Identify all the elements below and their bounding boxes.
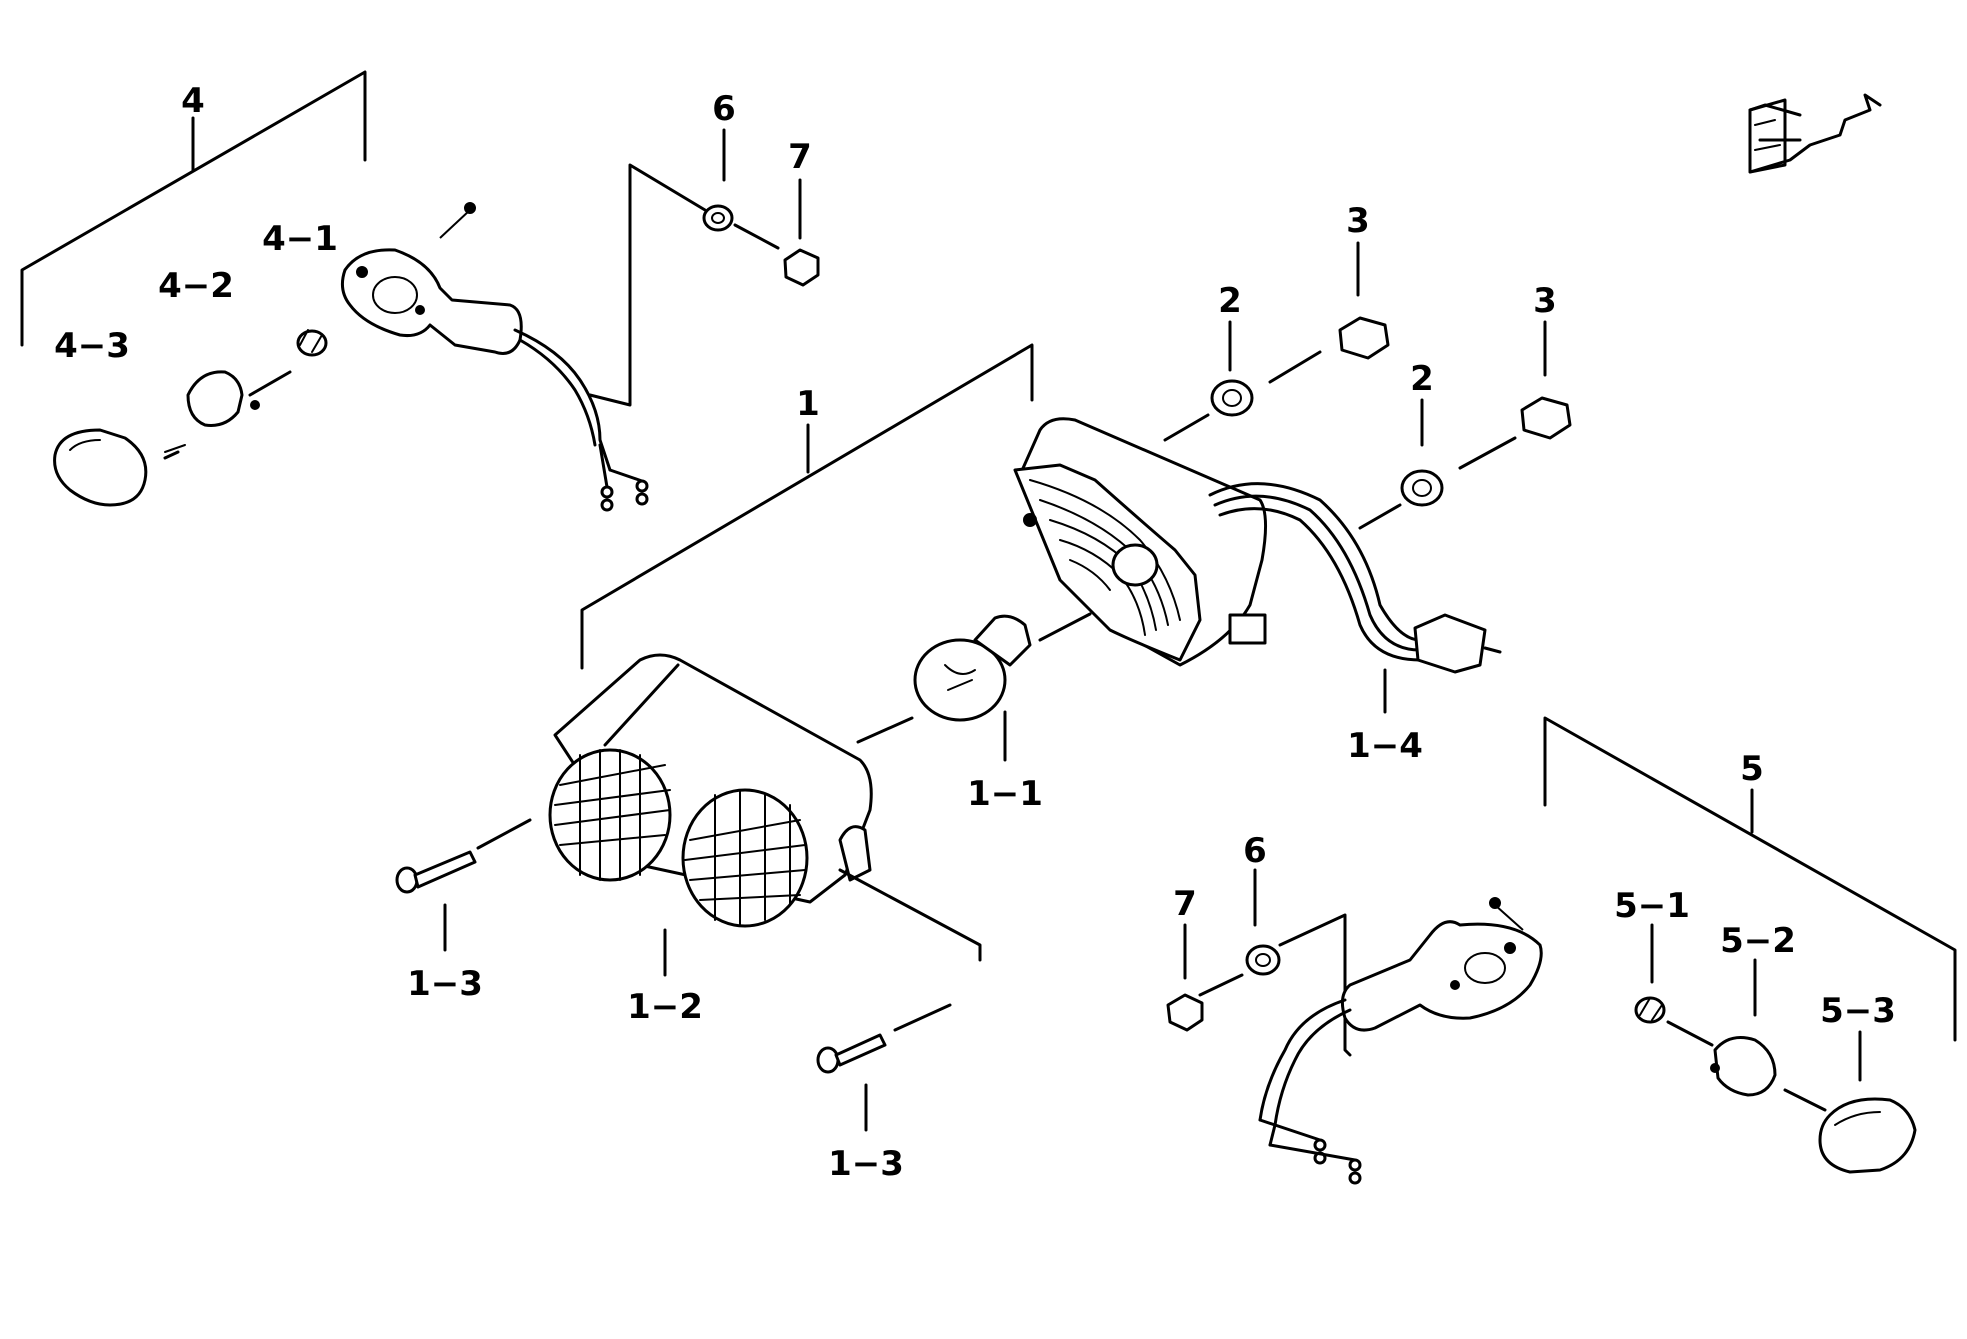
right-winker-lens: [1818, 1030, 1917, 1174]
screw-1-3-right: [816, 868, 982, 1132]
label-3-b: 3: [1533, 281, 1557, 321]
label-2-b: 2: [1410, 359, 1434, 399]
label-5-1: 5−1: [1614, 886, 1690, 926]
screw-1-3-left: [395, 818, 532, 952]
right-winker-connectors: [1258, 1118, 1362, 1185]
right-winker-bulb: [1710, 958, 1777, 1097]
label-7-top: 7: [788, 137, 812, 177]
label-4-3: 4−3: [54, 326, 130, 366]
label-1-4: 1−4: [1347, 726, 1423, 766]
tail-lamp-lens: [548, 653, 873, 928]
tail-lamp-bulb: [913, 614, 1032, 762]
left-winker-bulb: [164, 370, 260, 453]
nut-3-a: [1338, 241, 1390, 360]
label-4: 4: [181, 81, 205, 121]
left-winker-connectors: [598, 443, 649, 512]
left-winker-socket: [296, 329, 328, 357]
tail-lamp-base: [1013, 417, 1267, 667]
wire-harness: [1208, 482, 1502, 714]
callout-labels: 4 4−1 4−2 4−3 6 7 1 2 3 2 3 1−1 1−2 1−3 …: [54, 81, 1896, 1184]
label-2-a: 2: [1218, 281, 1242, 321]
washer-2-b: [1400, 398, 1444, 507]
label-4-1: 4−1: [262, 219, 338, 259]
washer-6-bottom: [1245, 868, 1281, 976]
nut-3-b: [1520, 320, 1572, 440]
nut-7-top: [783, 178, 820, 287]
assembly-5-bracket: [1278, 716, 1957, 1057]
label-1-3-right: 1−3: [828, 1144, 904, 1184]
assembly-4-bracket: [20, 70, 707, 407]
label-6-top: 6: [712, 89, 736, 129]
direction-logo: [1748, 93, 1882, 174]
washer-6-top: [702, 128, 734, 232]
nut-7-bottom: [1166, 923, 1204, 1032]
label-6-bottom: 6: [1243, 831, 1267, 871]
label-5: 5: [1740, 749, 1764, 789]
left-winker-housing: [340, 202, 612, 472]
assembly-1-bracket: [580, 343, 1034, 670]
right-winker-housing: [1258, 897, 1543, 1147]
label-1-1: 1−1: [967, 774, 1043, 814]
label-1: 1: [796, 384, 820, 424]
label-4-2: 4−2: [158, 266, 234, 306]
label-7-bottom: 7: [1173, 884, 1197, 924]
label-3-a: 3: [1346, 201, 1370, 241]
left-winker-lens: [53, 428, 148, 507]
label-5-2: 5−2: [1720, 921, 1796, 961]
right-winker-socket: [1634, 923, 1666, 1024]
label-1-3-left: 1−3: [407, 964, 483, 1004]
washer-2-a: [1210, 320, 1254, 417]
label-1-2: 1−2: [627, 987, 703, 1027]
label-5-3: 5−3: [1820, 991, 1896, 1031]
